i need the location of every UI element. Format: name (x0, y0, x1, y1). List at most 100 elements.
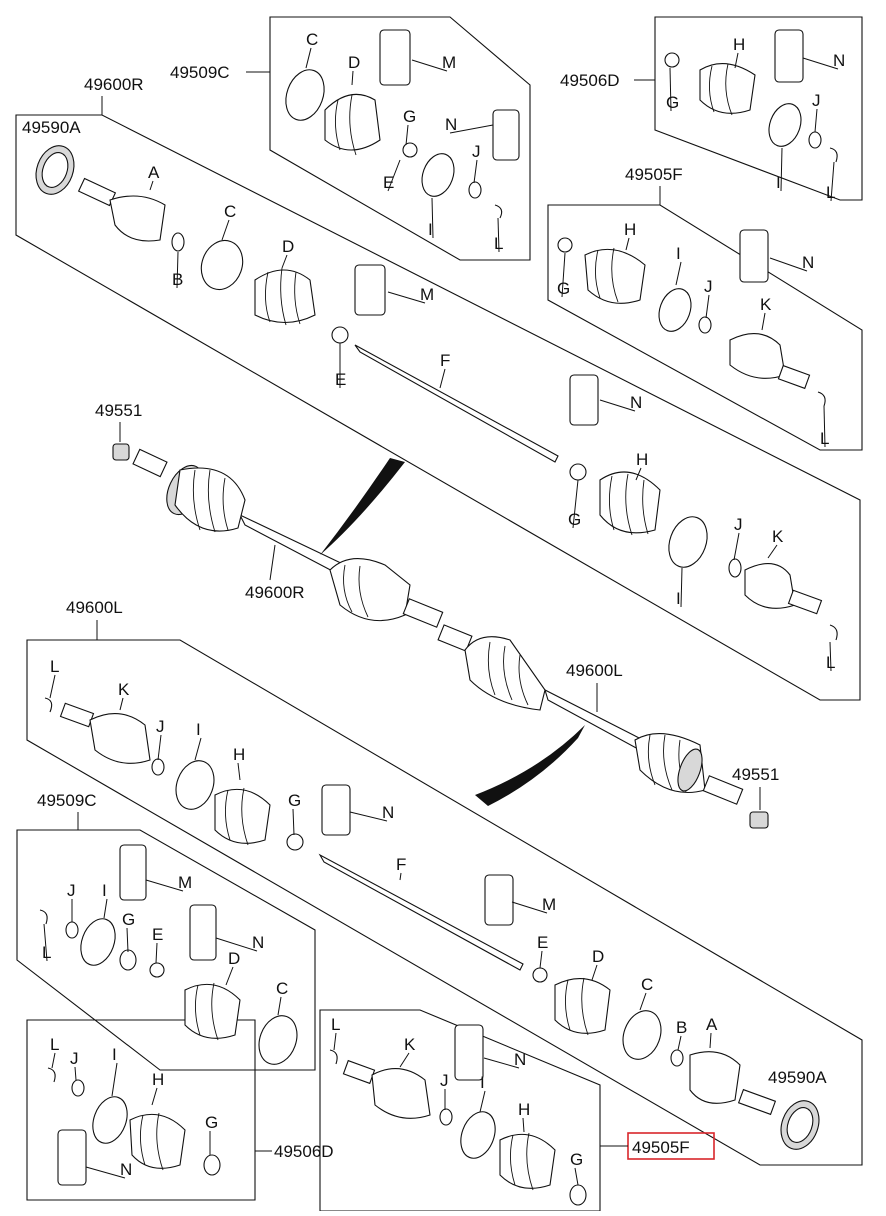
callout-letter-h-62: H (152, 1070, 164, 1089)
callout-letter-j-38: J (156, 717, 165, 736)
callout-letter-l-36: L (50, 657, 59, 676)
callout-letter-d-15: D (348, 53, 360, 72)
kit-49506D-bottom (47, 1067, 221, 1186)
code-49590A-top: 49590A (22, 118, 81, 137)
callout-leader-39 (194, 737, 202, 761)
callout-leader-21 (473, 159, 478, 184)
callout-leader-26 (814, 108, 818, 133)
callout-letter-i-39: I (196, 720, 201, 739)
callout-leader-64 (85, 1166, 126, 1179)
callout-letter-j-11: J (734, 515, 743, 534)
callout-letter-i-20: I (428, 220, 433, 239)
wedge-lower (475, 725, 585, 806)
callout-letter-i-69: I (480, 1073, 485, 1092)
callout-leader-24 (802, 57, 839, 70)
callout-letter-k-34: K (760, 295, 772, 314)
callout-letter-g-63: G (205, 1113, 218, 1132)
code-49506D-bottom: 49506D (274, 1142, 334, 1161)
callout-letter-g-8: G (568, 510, 581, 529)
nut-49551-top (112, 443, 130, 461)
frame-49505F-bottom-kit (319, 1009, 601, 1212)
callout-leader-34 (761, 312, 766, 331)
callout-leader-32 (675, 261, 682, 286)
callout-letter-b-48: B (676, 1018, 687, 1037)
callout-letter-k-12: K (772, 527, 784, 546)
callout-letter-m-4: M (420, 285, 434, 304)
callout-letter-m-50: M (178, 873, 192, 892)
callout-leader-17 (449, 124, 494, 134)
leader-49600R-mid (269, 544, 276, 581)
callout-leader-8 (572, 479, 579, 529)
callout-leader-0 (149, 180, 154, 191)
callout-letter-n-67: N (514, 1050, 526, 1069)
callout-leader-31 (561, 252, 566, 298)
callout-letter-c-2: C (224, 202, 236, 221)
code-49506D-top: 49506D (560, 71, 620, 90)
callout-leader-23 (734, 52, 739, 69)
callout-letter-m-16: M (442, 53, 456, 72)
callout-letter-c-58: C (276, 979, 288, 998)
callout-leader-38 (157, 734, 162, 761)
code-49509C-top: 49509C (170, 63, 230, 82)
callout-letter-l-59: L (50, 1035, 59, 1054)
callout-letter-n-64: N (120, 1160, 132, 1179)
kit-49505F-bottom (329, 1024, 587, 1206)
callout-letter-k-66: K (404, 1035, 416, 1054)
callout-leader-37 (119, 697, 124, 711)
callout-leader-2 (221, 219, 230, 241)
parts-49600R-top (35, 145, 838, 641)
callout-leader-19 (387, 159, 401, 192)
callout-letter-g-71: G (570, 1150, 583, 1169)
callout-letter-m-44: M (542, 895, 556, 914)
callout-letter-g-18: G (403, 107, 416, 126)
callout-leader-22 (497, 217, 500, 253)
callout-letter-l-28: L (826, 183, 835, 202)
callout-leader-54 (155, 942, 158, 964)
callout-letter-j-33: J (704, 277, 713, 296)
callout-leader-4 (387, 291, 426, 304)
callout-leader-10 (680, 567, 683, 608)
code-49505F-bottom: 49505F (632, 1138, 690, 1157)
callout-leader-20 (431, 197, 434, 239)
callout-leader-53 (126, 927, 129, 953)
callout-leader-65 (333, 1032, 337, 1051)
driveshaft-49600R (132, 448, 444, 628)
callout-leader-71 (574, 1167, 579, 1186)
callout-letter-e-19: E (383, 173, 394, 192)
frame-49506D-top-kit (654, 16, 863, 201)
callout-letter-e-54: E (152, 925, 163, 944)
callout-letter-h-29: H (624, 220, 636, 239)
callout-leader-13 (829, 641, 832, 672)
callout-letter-h-23: H (733, 35, 745, 54)
callout-leader-56 (215, 937, 258, 952)
callout-letter-f-43: F (396, 855, 406, 874)
callout-letter-d-3: D (282, 237, 294, 256)
callout-leader-7 (599, 399, 636, 412)
callout-letter-k-37: K (118, 680, 130, 699)
callout-leader-30 (769, 257, 808, 272)
callout-letter-h-9: H (636, 450, 648, 469)
kit-49509C-top (285, 29, 520, 219)
callout-leader-60 (74, 1066, 77, 1081)
callout-letter-n-30: N (802, 253, 814, 272)
callout-letter-j-26: J (812, 91, 821, 110)
callout-leader-58 (277, 996, 282, 1016)
callout-letter-a-0: A (148, 163, 160, 182)
callout-letter-j-60: J (70, 1049, 79, 1068)
callout-letter-n-7: N (630, 393, 642, 412)
callout-letter-j-68: J (440, 1071, 449, 1090)
callout-letter-d-46: D (592, 947, 604, 966)
callout-letter-i-27: I (776, 173, 781, 192)
callout-leader-9 (635, 467, 642, 481)
driveshaft-49600L (437, 624, 769, 829)
callout-leader-29 (625, 237, 630, 251)
callout-leader-52 (103, 898, 108, 919)
callout-letter-a-49: A (706, 1015, 718, 1034)
callout-letter-g-53: G (122, 910, 135, 929)
callout-letter-e-45: E (537, 933, 548, 952)
callout-leader-3 (281, 254, 288, 269)
callout-letter-n-42: N (382, 803, 394, 822)
code-49600R-mid: 49600R (245, 583, 305, 602)
callout-leader-25 (669, 67, 672, 112)
